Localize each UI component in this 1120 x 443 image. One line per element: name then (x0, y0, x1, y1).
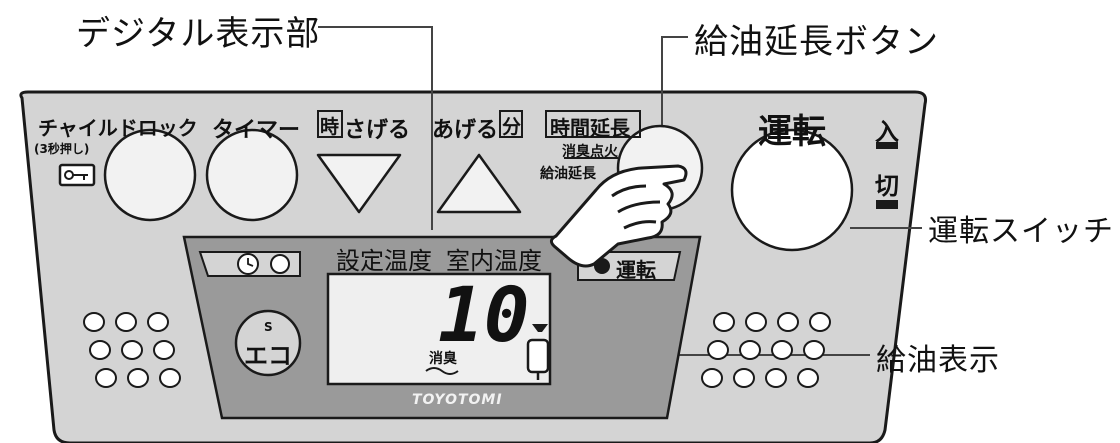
lower-button[interactable] (316, 153, 402, 214)
raise-button[interactable] (436, 153, 522, 214)
timer-lamp (270, 254, 290, 274)
on-indicator (876, 142, 898, 149)
eco-label: エコ (244, 342, 292, 370)
eco-small-label: S (264, 320, 273, 334)
off-label: 切 (875, 172, 899, 200)
digital-display-leader (318, 26, 433, 230)
eco-badge (234, 309, 302, 377)
timer-label: タイマー (212, 118, 301, 143)
room-temp-label: 室内温度 (446, 247, 542, 275)
lower-prefix-box (317, 110, 343, 138)
time-extend-label: 時間延長 (550, 116, 630, 140)
timer-button[interactable] (205, 128, 299, 222)
off-indicator (876, 200, 898, 209)
child-lock-label: チャイルドロック (38, 116, 198, 140)
set-temp-label: 設定温度 (336, 247, 432, 275)
lower-prefix-label: 時 (320, 116, 340, 138)
deodorize-ignite-label: 消臭点火 (562, 144, 618, 160)
lower-label: さげる (344, 118, 411, 143)
digital-display-callout: デジタル表示部 (76, 14, 321, 54)
lcd-screen (326, 272, 552, 386)
deodorize-label: 消臭 (429, 351, 457, 367)
refuel-indicator-icon (526, 324, 550, 380)
raise-label: あげる (432, 118, 499, 143)
refuel-extend-label: 給油延長 (540, 166, 596, 182)
on-label: 入 (875, 118, 899, 146)
pointing-hand-icon (549, 164, 688, 268)
raise-suffix-label: 分 (502, 116, 522, 138)
refuel-indicator-callout: 給油表示 (876, 343, 1000, 378)
brand-logo: TOYOTOMI (412, 392, 503, 408)
speaker-grille-left (83, 312, 181, 388)
refuel-extend-button-callout: 給油延長ボタン (694, 22, 939, 62)
speaker-grille-right (701, 312, 831, 388)
child-lock-button[interactable] (103, 128, 197, 222)
lcd-value: 10 (438, 270, 530, 359)
operation-indicator-label: 運転 (616, 258, 656, 282)
operation-switch-callout: 運転スイッチ (928, 214, 1114, 249)
deodorize-wave (425, 367, 459, 375)
child-lock-hint: (3秒押し) (34, 142, 90, 156)
operation-label: 運転 (758, 112, 826, 152)
operation-switch[interactable] (730, 128, 854, 252)
raise-suffix-box (499, 110, 523, 138)
time-extend-box (545, 110, 641, 138)
refuel-extend-leader (661, 36, 688, 145)
